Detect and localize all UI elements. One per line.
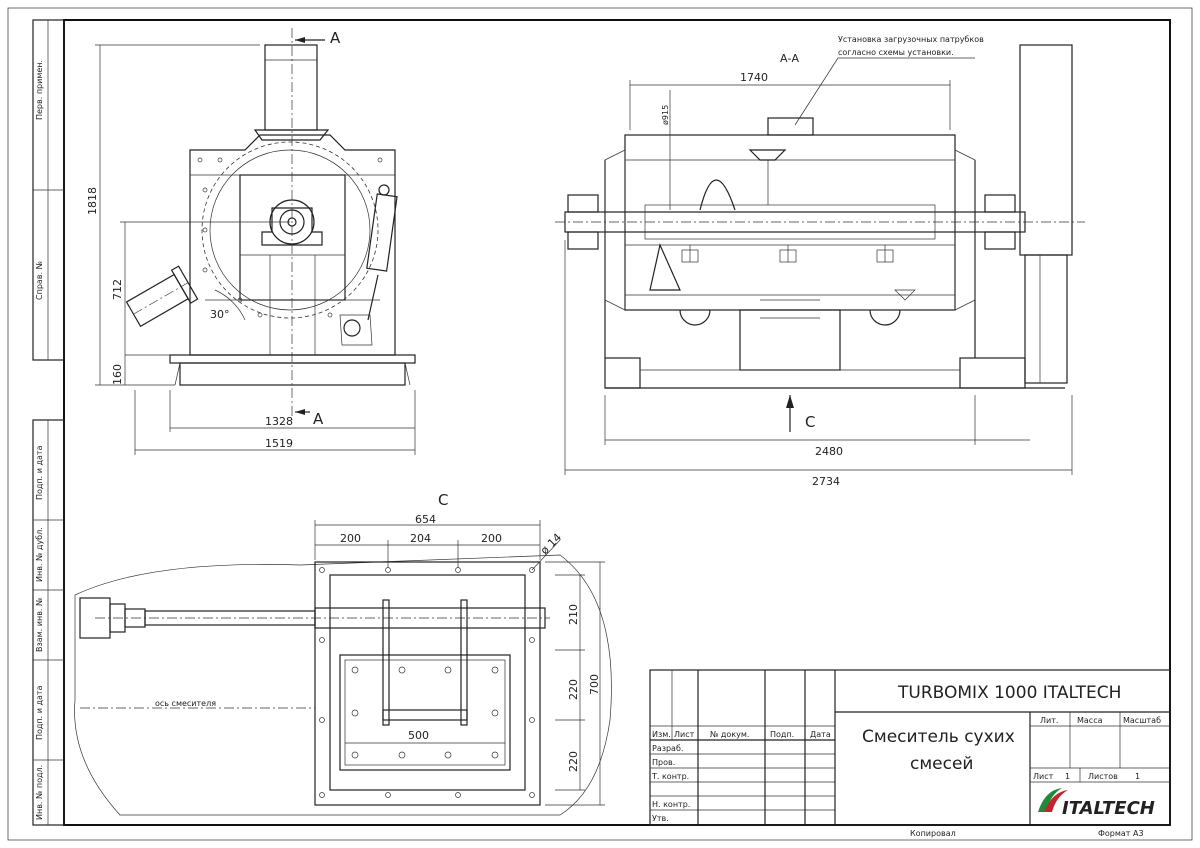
dim-d14: ø 14	[538, 531, 564, 557]
dim-712: 712	[111, 279, 124, 300]
dim-160: 160	[111, 364, 124, 385]
dim-d915: ø915	[661, 105, 670, 125]
section-view: А-А Установка загрузочных патрубков согл…	[555, 35, 1085, 488]
logo-text: ITALTECH	[1062, 798, 1155, 819]
row-tkontr: Т. контр.	[651, 772, 689, 781]
listov-value: 1	[1135, 772, 1140, 781]
dim-220-upper: 220	[567, 679, 580, 700]
list-value: 1	[1065, 772, 1070, 781]
dim-204: 204	[410, 532, 431, 545]
strip-inv-podl: Инв. № подл.	[35, 765, 44, 820]
dim-1818: 1818	[86, 187, 99, 215]
title-block: Изм. Лист № докум. Подп. Дата Разраб. Пр…	[649, 669, 1171, 838]
axis-label: ось смесителя	[155, 699, 216, 708]
dim-2480: 2480	[815, 445, 843, 458]
lit-label: Лит.	[1040, 716, 1058, 725]
section-mark-bottom: A	[313, 410, 324, 428]
name-line1: Смеситель сухих	[862, 727, 1015, 747]
strip-vzam-inv: Взам. инв. №	[35, 597, 44, 652]
strip-podp-data-2: Подп. и дата	[35, 685, 44, 740]
dim-500: 500	[408, 729, 429, 742]
install-note-line2: согласно схемы установки.	[838, 48, 954, 57]
col-list: Лист	[674, 730, 695, 739]
dim-1740: 1740	[740, 71, 768, 84]
strip-podp-data-1: Подп. и дата	[35, 445, 44, 500]
view-c-title: C	[438, 491, 448, 509]
designation: TURBOMIX 1000 ITALTECH	[897, 683, 1121, 703]
install-note-line1: Установка загрузочных патрубков	[838, 35, 984, 44]
name-line2: смесей	[910, 754, 973, 774]
col-ndokum: № докум.	[710, 730, 749, 739]
dim-700: 700	[588, 674, 601, 695]
listov-label: Листов	[1088, 772, 1118, 781]
dim-2734: 2734	[812, 475, 840, 488]
strip-spravka: Справ. №	[35, 260, 44, 300]
strip-inv-dubl: Инв. № дубл.	[35, 527, 44, 582]
row-prov: Пров.	[652, 758, 675, 767]
front-view: 30° A A 1818 712 160 1328 1519	[86, 28, 416, 455]
row-utv: Утв.	[652, 814, 669, 823]
view-c-arrow-label: C	[805, 413, 815, 431]
dim-654: 654	[415, 513, 436, 526]
massa-label: Масса	[1077, 716, 1103, 725]
col-data: Дата	[810, 730, 831, 739]
dim-200-left: 200	[340, 532, 361, 545]
section-mark-top: A	[330, 29, 341, 47]
dim-1328: 1328	[265, 415, 293, 428]
format: Формат А3	[1098, 829, 1144, 838]
masshtab-label: Масштаб	[1123, 716, 1161, 725]
dim-1519: 1519	[265, 437, 293, 450]
row-nkontr: Н. контр.	[652, 800, 690, 809]
angle-label: 30°	[210, 308, 230, 321]
kopiroval: Копировал	[910, 829, 956, 838]
strip-perv-primen: Перв. примен.	[35, 60, 44, 120]
dim-220-lower: 220	[567, 751, 580, 772]
italtech-logo: ITALTECH	[1038, 788, 1155, 819]
col-izm: Изм.	[652, 730, 671, 739]
row-razrab: Разраб.	[652, 744, 683, 753]
dim-200-right: 200	[481, 532, 502, 545]
left-strip: Справ. № Перв. примен. Подп. и дата Инв.…	[32, 19, 65, 826]
col-podp: Подп.	[770, 730, 794, 739]
view-c: C ось смесителя 654	[74, 491, 612, 816]
section-title: А-А	[780, 52, 799, 65]
list-label: Лист	[1033, 772, 1054, 781]
dim-210: 210	[567, 604, 580, 625]
